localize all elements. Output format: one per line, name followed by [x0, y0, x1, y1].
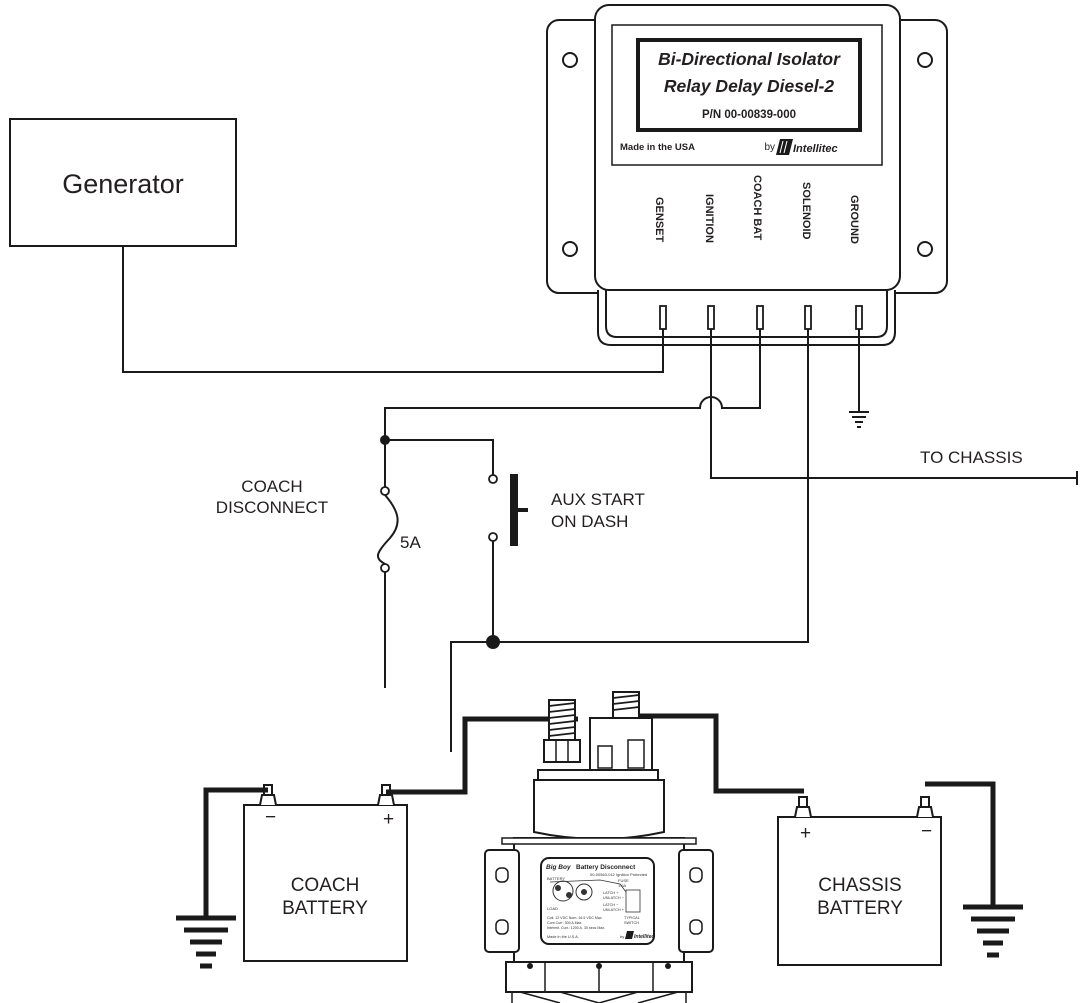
solenoid-maker: Intellitec	[634, 934, 655, 940]
battery-disconnect-solenoid: Big Boy Battery Disconnect 00-00563-012 …	[484, 691, 714, 1003]
solenoid-typical: TYPICAL	[624, 916, 640, 920]
aux-feed-wire	[385, 439, 494, 475]
aux-start-label-2: ON DASH	[551, 512, 628, 531]
solenoid-fuse-rating: 1.5A	[618, 883, 627, 888]
solenoid-sub: 00-00563-012 Ignition Protected	[590, 872, 647, 877]
coach-battery-label-2: BATTERY	[282, 898, 368, 919]
fuse-rating-label: 5A	[400, 533, 421, 552]
solenoid-logo-icon	[625, 931, 634, 939]
ignition-wire	[710, 329, 1077, 479]
solenoid-latch-2: LATCH −	[603, 903, 619, 907]
isolator-ground	[849, 329, 869, 428]
made-in-usa: Made in the USA	[620, 142, 695, 153]
chassis-battery-label-2: BATTERY	[817, 898, 903, 919]
solenoid-wire	[450, 329, 809, 752]
generator-label: Generator	[62, 169, 184, 199]
mount-hole	[562, 241, 578, 257]
generator-box: Generator	[9, 118, 237, 247]
coach-battery-neg: −	[265, 807, 276, 828]
coach-battery: − + COACH BATTERY	[243, 784, 408, 962]
solenoid-spec-1: Coil: 12 VDC Nom. 16.5 VDC Max	[547, 916, 602, 920]
genset-wire	[122, 246, 664, 373]
solenoid-fuse: FUSE	[618, 878, 629, 883]
solenoid-unlatch-1: UNLATCH −	[603, 896, 625, 900]
solenoid-load: LOAD	[547, 906, 558, 911]
chassis-battery-label-1: CHASSIS	[818, 875, 901, 896]
isolator-module: Bi-Directional Isolator Relay Delay Dies…	[546, 4, 948, 346]
chassis-battery-ground	[963, 904, 1023, 958]
solenoid-battery-text: BATTERY	[547, 876, 565, 881]
isolator-title-1: Bi-Directional Isolator	[658, 49, 841, 69]
mount-hole	[917, 52, 933, 68]
mount-hole	[917, 241, 933, 257]
terminal-label-ground: GROUND	[848, 195, 860, 244]
isolator-part-number: P/N 00-00839-000	[702, 109, 796, 121]
chassis-ground-cable	[925, 781, 996, 906]
isolator-title-2: Relay Delay Diesel-2	[664, 76, 835, 96]
solenoid-latch-1: LATCH +	[603, 891, 619, 895]
junction-dot	[486, 635, 500, 649]
coach-battery-ground	[176, 915, 236, 969]
solenoid-spec-3: Intermit. Curr.: 1200 A, 30 secs Max.	[547, 926, 605, 930]
terminal-label-genset: GENSET	[653, 197, 665, 243]
solenoid-switch: SWITCH	[624, 921, 639, 925]
coach-battery-label-1: COACH	[291, 875, 360, 896]
aux-start-switch	[488, 474, 528, 642]
solenoid-title: Battery Disconnect	[576, 864, 636, 871]
chassis-positive-cable	[616, 713, 804, 794]
terminal-label-ignition: IGNITION	[703, 194, 715, 243]
intellitec-logo: Intellitec	[776, 139, 838, 155]
aux-start-label-1: AUX START	[551, 490, 645, 509]
mount-hole	[562, 52, 578, 68]
solenoid-brand: Big Boy	[546, 864, 571, 871]
solenoid-unlatch-2: UNLATCH +	[603, 908, 625, 912]
coach-battery-pos: +	[383, 809, 394, 830]
chassis-battery-pos: +	[800, 823, 811, 844]
solenoid-label-plate: Big Boy Battery Disconnect 00-00563-012 …	[540, 857, 655, 945]
chassis-battery-neg: −	[921, 821, 932, 842]
solenoid-by: by	[620, 934, 624, 939]
chassis-battery: + − CHASSIS BATTERY	[777, 796, 942, 966]
terminal-label-coach-bat: COACH BAT	[751, 175, 763, 240]
coach-ground-cable	[203, 787, 268, 917]
fuse-5a	[377, 486, 399, 688]
intellitec-brand: Intellitec	[793, 143, 838, 155]
isolator-by: by	[764, 142, 775, 153]
coach-disconnect-label-2: DISCONNECT	[216, 498, 328, 517]
solenoid-spec-2: Cont Curr: 300 A Max.	[547, 921, 582, 925]
coach-disconnect-label-1: COACH	[241, 477, 302, 496]
coach-positive-cable	[386, 716, 578, 795]
terminal-label-solenoid: SOLENOID	[800, 182, 812, 240]
coach-bat-wire	[384, 329, 761, 440]
to-chassis-label: TO CHASSIS	[920, 448, 1023, 467]
solenoid-made: Made in the U.S.A.	[547, 935, 579, 939]
